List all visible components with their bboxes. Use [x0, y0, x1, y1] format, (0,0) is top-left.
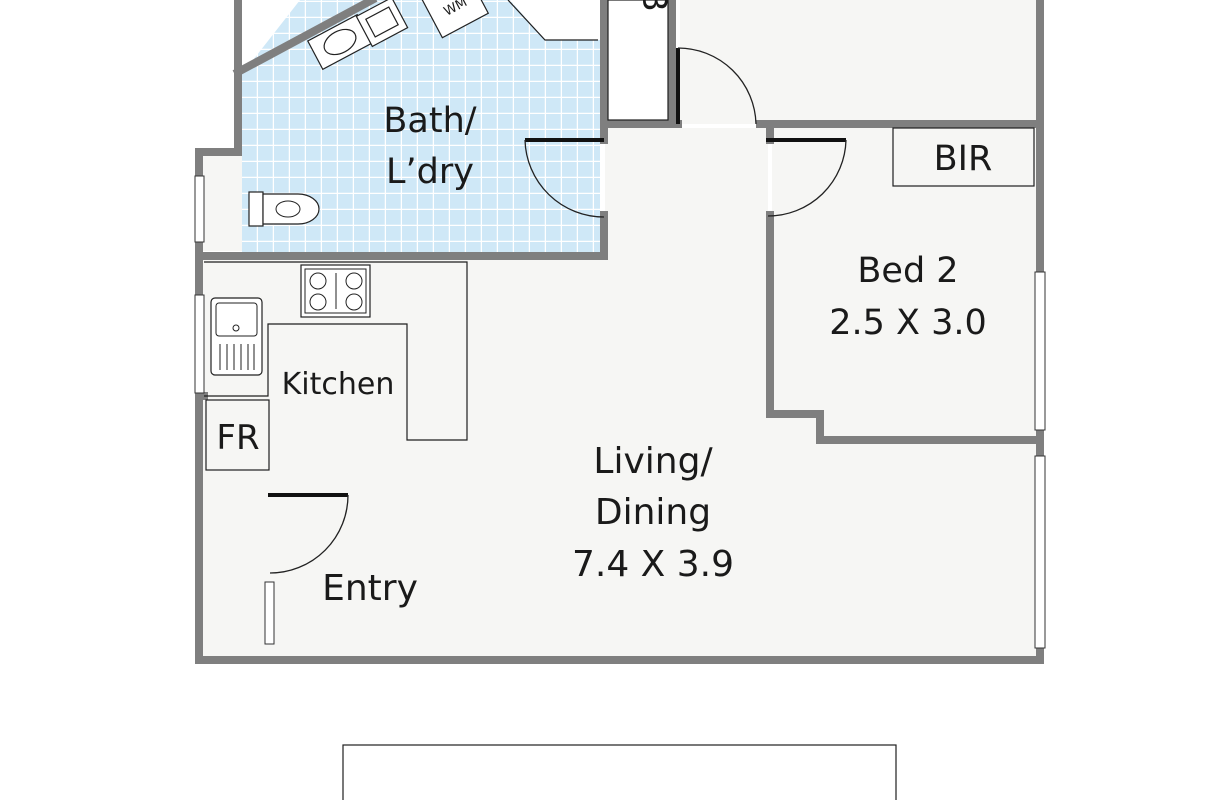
bath-diagonal-wall [232, 0, 378, 78]
cooktop [300, 264, 371, 318]
shower-screen [507, 0, 598, 41]
linen-cupboard-wall [600, 0, 676, 128]
room-labels: B Bath/ L’dry BIR Bed 2 2.5 X 3.0 Kitche… [216, 0, 992, 609]
label-bed2-dimensions: 2.5 X 3.0 [829, 303, 987, 343]
door-bath [524, 138, 605, 218]
top-right-room-floor [680, 0, 1038, 124]
window-toilet [194, 175, 205, 243]
label-bath-line1: Bath/ [383, 101, 476, 141]
windows [194, 175, 1046, 649]
doors [268, 47, 847, 574]
main-floor [200, 128, 1038, 659]
balcony [342, 744, 897, 800]
label-top-partial: B [634, 0, 674, 12]
label-kitchen: Kitchen [282, 367, 395, 402]
toilet [248, 191, 320, 227]
label-living-line1: Living/ [593, 441, 713, 482]
window-living [1034, 455, 1046, 649]
washing-machine: WM [420, 0, 490, 39]
fridge-space [205, 399, 270, 471]
label-bath-line2: L’dry [386, 152, 474, 192]
door-bed2 [766, 138, 847, 217]
linen-cupboard [607, 0, 669, 121]
label-entry: Entry [322, 568, 418, 609]
fixtures: WM [204, 0, 1035, 800]
label-living-dimensions: 7.4 X 3.9 [572, 544, 734, 585]
kitchen-bench [204, 261, 468, 441]
laundry-tub [355, 0, 409, 48]
door-top-room [676, 47, 757, 125]
label-bir: BIR [934, 139, 993, 179]
bir-cupboard [892, 127, 1035, 187]
window-entry [264, 581, 275, 645]
bed2-left-wall [766, 211, 1040, 444]
outer-wall-left [195, 0, 242, 664]
floor-areas [200, 0, 1038, 659]
vanity-basin [306, 13, 374, 71]
window-bed2 [1034, 271, 1046, 431]
bed2-floor [772, 128, 1038, 438]
window-kitchen [194, 294, 205, 394]
kitchen-sink [210, 297, 263, 376]
label-fridge: FR [216, 418, 259, 458]
label-living-line2: Dining [595, 492, 711, 533]
toilet-nook-floor [200, 155, 248, 251]
label-bed2-name: Bed 2 [857, 251, 958, 291]
door-entry [268, 493, 349, 574]
